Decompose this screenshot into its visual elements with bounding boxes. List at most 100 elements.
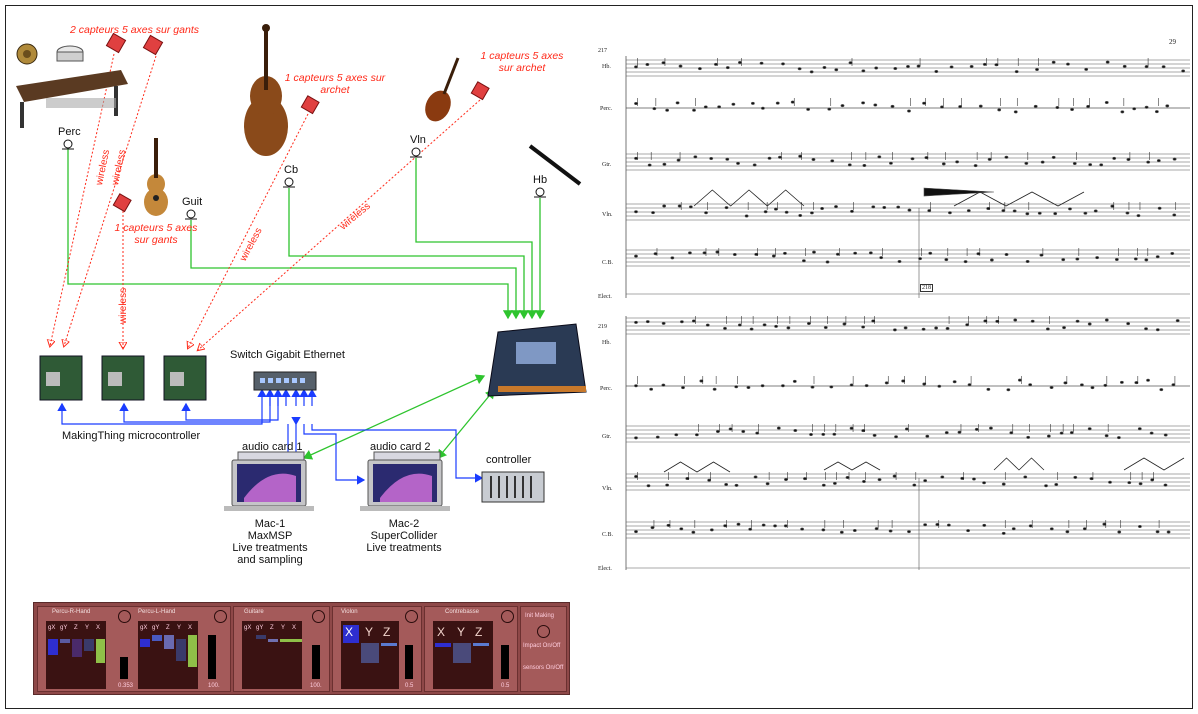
note-head: [835, 69, 838, 71]
note-head: [989, 427, 992, 429]
knob-icon[interactable]: [118, 610, 131, 623]
axis-bar: [72, 639, 82, 657]
note-head: [953, 381, 956, 383]
note-head: [1026, 213, 1029, 215]
note-head: [755, 253, 758, 255]
note-head: [982, 482, 985, 484]
audio-card-1-label: audio card 1: [242, 441, 303, 453]
audio-card-2-label: audio card 2: [370, 441, 431, 453]
note-head: [935, 327, 938, 329]
knob-icon[interactable]: [312, 610, 325, 623]
note-head: [1050, 386, 1053, 388]
note-head: [754, 476, 757, 478]
note-head: [863, 164, 866, 166]
note-head: [760, 62, 763, 64]
note-head: [1150, 432, 1153, 434]
note-head: [822, 529, 825, 531]
note-head: [865, 384, 868, 386]
note-head: [646, 320, 649, 322]
note-head: [1173, 158, 1176, 160]
note-head: [1040, 254, 1043, 256]
axis-bar: [140, 639, 150, 647]
init-toggle[interactable]: [537, 625, 550, 638]
note-head: [1026, 260, 1029, 262]
note-head: [698, 67, 701, 69]
note-head: [662, 322, 665, 324]
mixer-console-icon: [488, 324, 586, 396]
note-head: [679, 65, 682, 67]
note-head: [651, 526, 654, 528]
note-head: [1035, 68, 1038, 70]
note-head: [1054, 212, 1057, 214]
note-head: [834, 205, 837, 207]
note-head: [1041, 161, 1044, 163]
note-head: [1146, 379, 1149, 381]
glissando-line: [994, 458, 1044, 470]
level-meter: [208, 635, 216, 679]
note-head: [1100, 164, 1103, 166]
glissando-line: [824, 462, 880, 470]
note-head: [708, 479, 711, 481]
note-head: [946, 327, 949, 329]
staff-label: C.B.: [602, 260, 613, 266]
note-head: [773, 525, 776, 527]
note-head: [977, 253, 980, 255]
note-head: [1062, 326, 1065, 328]
note-head: [783, 252, 786, 254]
note-head: [1167, 531, 1170, 533]
note-head: [874, 104, 877, 106]
note-head: [1145, 106, 1148, 108]
note-head: [749, 528, 752, 530]
impact-toggle[interactable]: Impact On/Off: [523, 643, 560, 649]
music-score: 29 217 218 219 Hb. Perc. Gtr. Vln. C.B. …: [594, 36, 1193, 606]
note-head: [922, 328, 925, 330]
note-head: [678, 205, 681, 207]
knob-icon[interactable]: [214, 610, 227, 623]
note-head: [723, 327, 726, 329]
note-head: [948, 212, 951, 214]
note-head: [729, 428, 732, 430]
note-head: [650, 388, 653, 390]
note-head: [689, 206, 692, 208]
note-head: [898, 260, 901, 262]
mac1-name: Mac-1: [220, 518, 320, 530]
sensors-toggle[interactable]: sensors On/Off: [523, 665, 563, 671]
axis-bar: [164, 635, 174, 649]
note-head: [1121, 111, 1124, 113]
knob-icon[interactable]: [501, 610, 514, 623]
note-head: [745, 215, 748, 217]
note-head: [1013, 210, 1016, 212]
note-head: [694, 156, 697, 158]
note-head: [942, 163, 945, 165]
note-head: [833, 482, 836, 484]
staff-label: Perc.: [600, 386, 612, 392]
note-head: [1104, 384, 1107, 386]
note-head: [634, 66, 637, 68]
note-head: [801, 528, 804, 530]
guitar-icon: [144, 138, 168, 216]
note-head: [862, 70, 865, 72]
note-head: [1062, 258, 1065, 260]
note-head: [761, 385, 764, 387]
knob-icon[interactable]: [405, 610, 418, 623]
note-head: [822, 433, 825, 435]
note-head: [1007, 389, 1010, 391]
note-head: [714, 63, 717, 65]
note-head: [1138, 525, 1141, 527]
controller-icon: [482, 472, 544, 502]
note-head: [1091, 386, 1094, 388]
axis-display: X Y Z: [433, 621, 493, 689]
note-head: [996, 320, 999, 322]
note-head: [850, 210, 853, 212]
note-head: [1027, 436, 1030, 438]
staff-label: Hb.: [602, 340, 611, 346]
vln-label: Vln: [410, 134, 426, 146]
note-head: [1029, 384, 1032, 386]
level-meter: [120, 657, 128, 679]
axis-bar: [84, 639, 94, 651]
note-head: [1014, 319, 1017, 321]
note-head: [913, 484, 916, 486]
note-head: [738, 324, 741, 326]
note-head: [883, 206, 886, 208]
note-head: [1160, 388, 1163, 390]
